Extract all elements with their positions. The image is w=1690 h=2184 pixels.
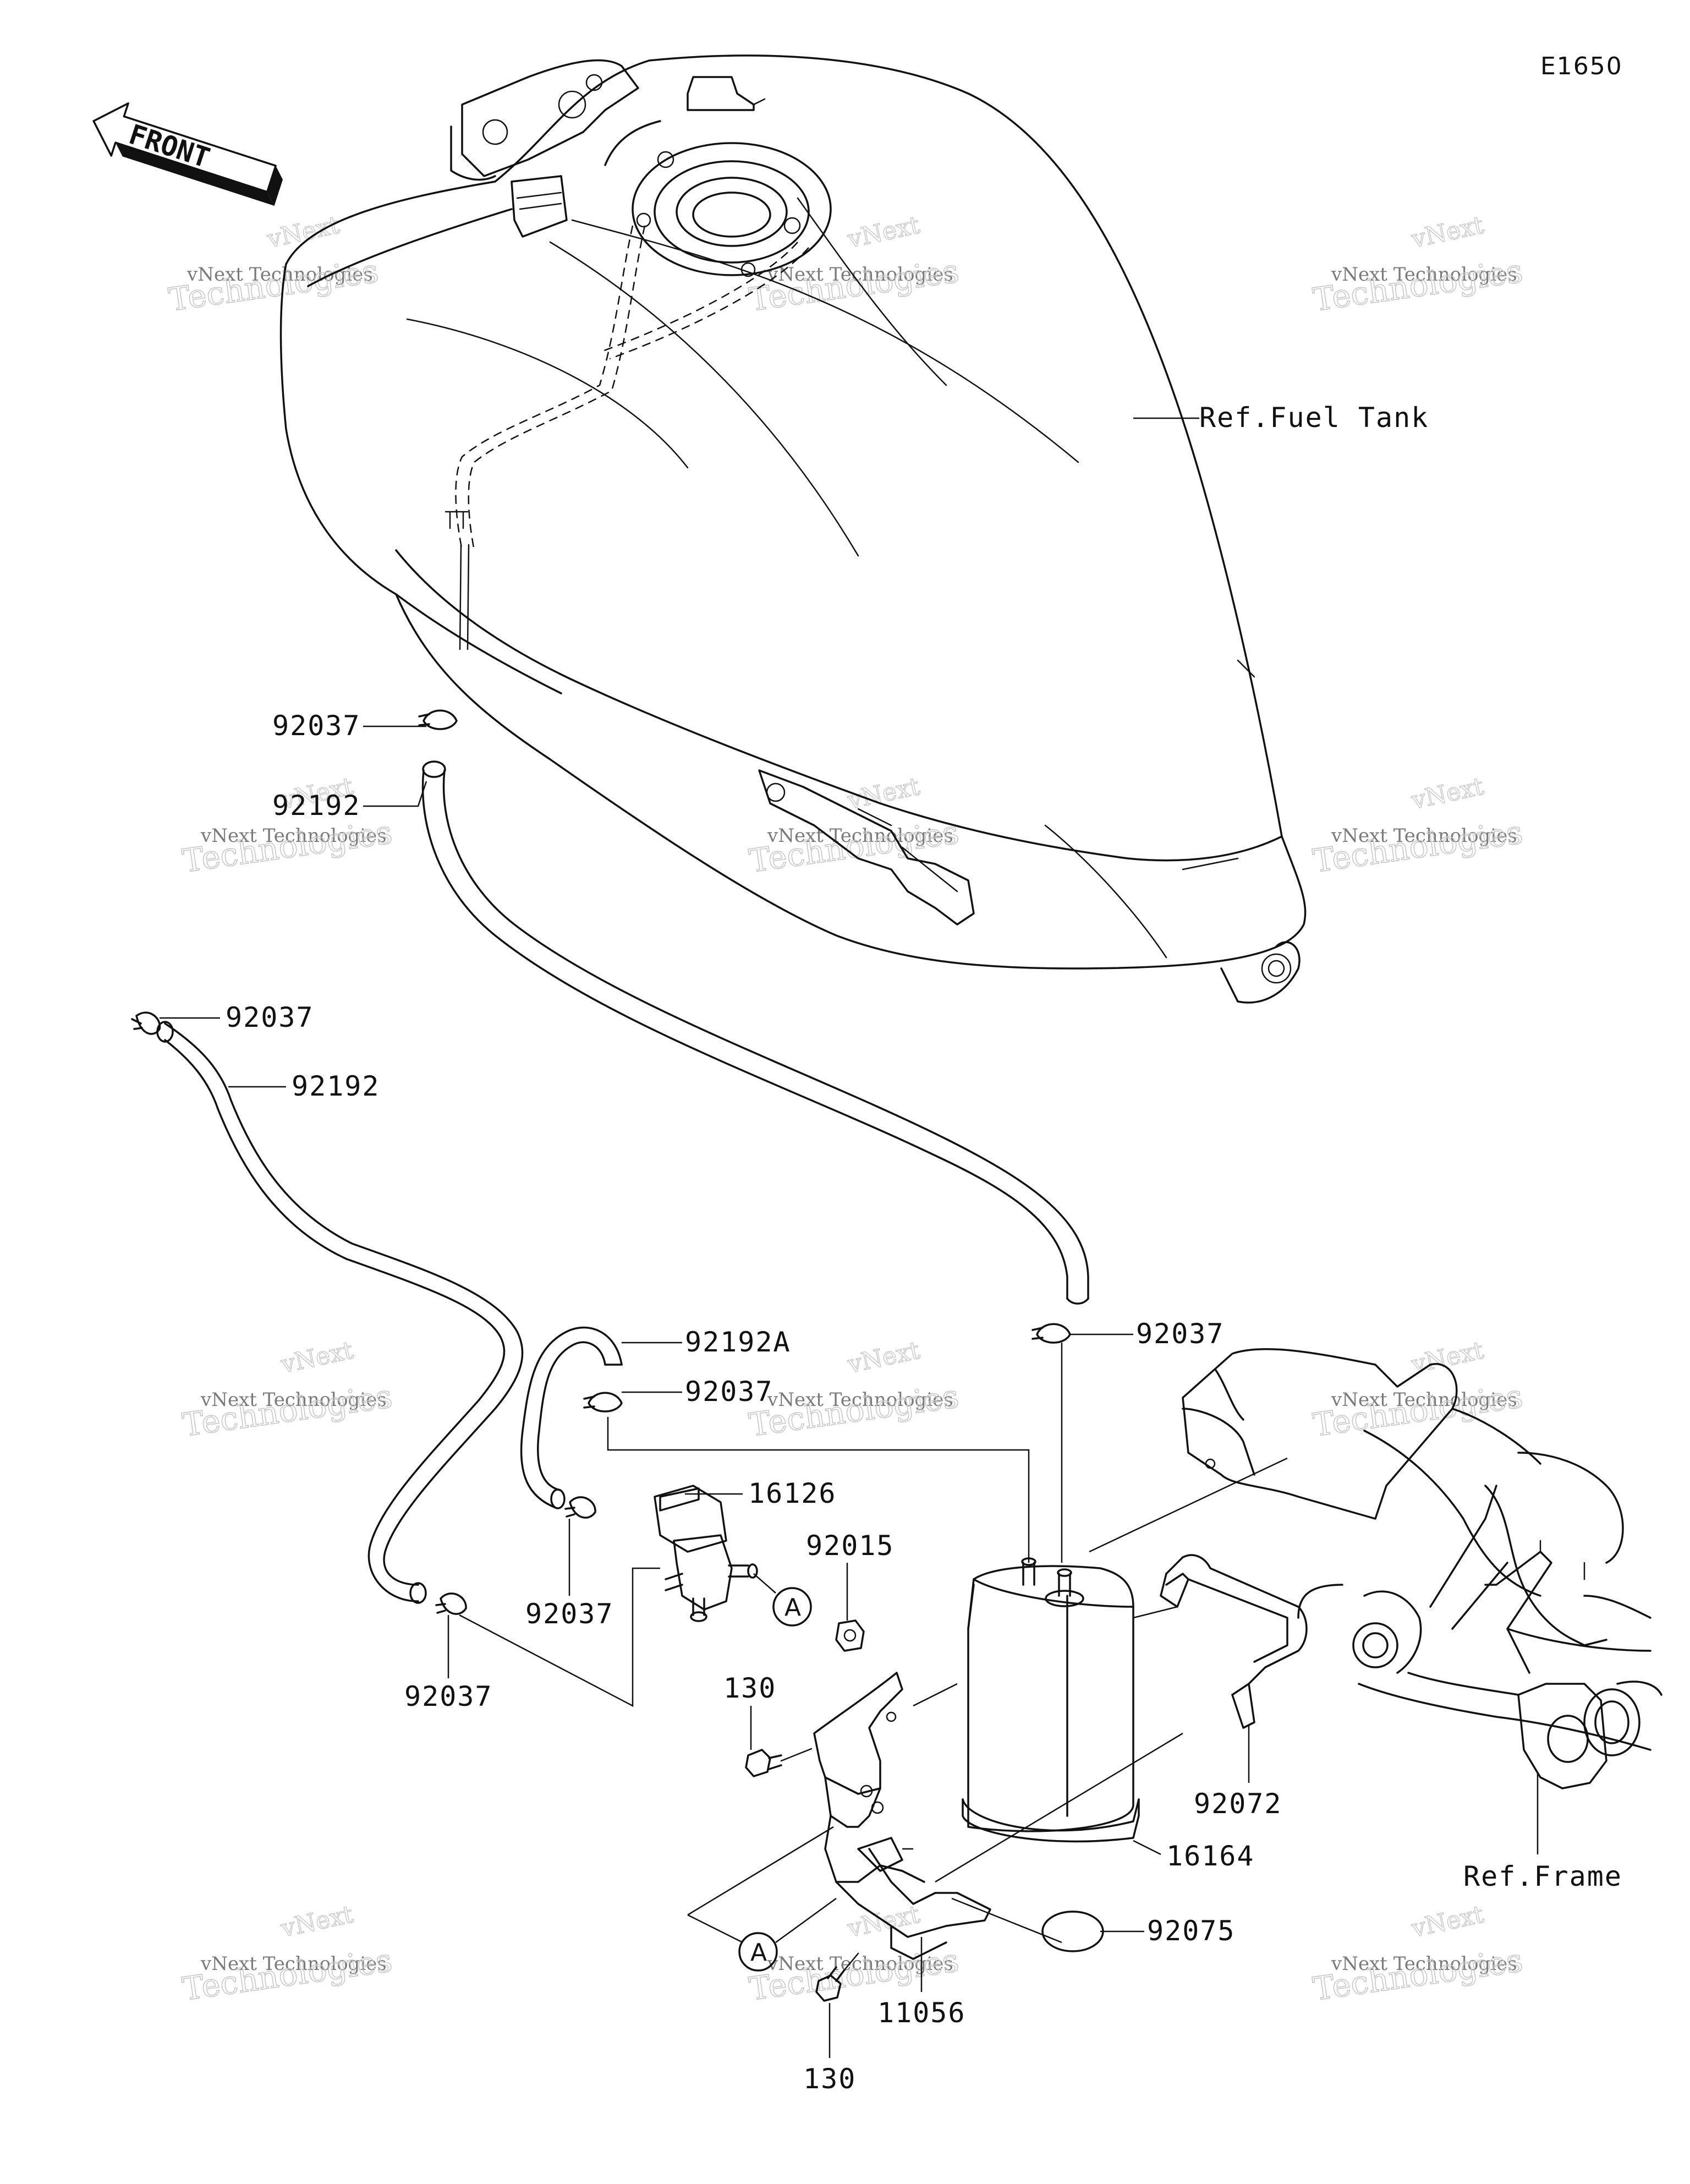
svg-text:vNext Technologies: vNext Technologies xyxy=(1331,1389,1517,1411)
callout-clamp-canister-top: 92037 xyxy=(1136,1318,1225,1350)
callout-clamp-hose-top: 92037 xyxy=(226,1001,314,1033)
frame xyxy=(1182,1348,1662,1854)
callout-solenoid-valve: 16126 xyxy=(748,1477,837,1509)
svg-text:vNext Technologies: vNext Technologies xyxy=(1331,1953,1517,1975)
svg-text:vNext: vNext xyxy=(278,1900,356,1943)
callout-grommet: 92075 xyxy=(1147,1915,1236,1947)
svg-text:vNext Technologies: vNext Technologies xyxy=(767,825,953,847)
watermark: vNext vNext Technologies Technologies xyxy=(180,1900,395,2008)
watermark: vNext vNext Technologies Technologies xyxy=(180,772,395,880)
svg-text:vNext: vNext xyxy=(1409,211,1486,254)
routing-line xyxy=(459,1567,660,1707)
svg-text:Technologies: Technologies xyxy=(180,1941,394,2008)
svg-text:Technologies: Technologies xyxy=(1310,1941,1525,2008)
watermark: vNext vNext Technologies Technologies xyxy=(1310,1900,1526,2008)
callout-nut: 92015 xyxy=(806,1530,895,1562)
svg-text:vNext: vNext xyxy=(845,772,923,815)
hose-clamp-icon xyxy=(564,1496,596,1519)
diagram-code: E1650 xyxy=(1540,52,1623,80)
ref-fuel-tank-label: Ref.Fuel Tank xyxy=(1199,402,1429,434)
routing-line xyxy=(1089,1457,1288,1553)
routing-line xyxy=(935,1732,1183,1883)
svg-text:vNext Technologies: vNext Technologies xyxy=(200,1953,387,1975)
svg-text:vNext: vNext xyxy=(278,1336,356,1379)
routing-line xyxy=(951,1897,1062,1944)
routing-line xyxy=(913,1683,958,1707)
svg-text:vNext Technologies: vNext Technologies xyxy=(200,825,387,847)
watermark: vNext vNext Technologies Technologies xyxy=(747,211,962,319)
bolt-icon xyxy=(815,1952,859,2002)
svg-text:vNext: vNext xyxy=(845,1336,923,1379)
routing-line xyxy=(1133,1606,1178,1619)
ref-frame-label: Ref.Frame xyxy=(1463,1860,1622,1892)
svg-text:Technologies: Technologies xyxy=(747,252,961,319)
hose-clamp-icon xyxy=(583,1392,623,1413)
svg-text:vNext: vNext xyxy=(265,211,342,254)
watermark: vNext vNext Technologies Technologies xyxy=(1310,772,1526,880)
callout-canister: 16164 xyxy=(1166,1840,1255,1872)
svg-text:Technologies: Technologies xyxy=(1310,1377,1525,1444)
hose-tank-to-canister xyxy=(421,760,1089,1305)
callout-clamp-tank-outlet: 92037 xyxy=(272,710,361,742)
svg-text:Technologies: Technologies xyxy=(166,252,381,319)
callout-hose-tank-to-canister: 92192 xyxy=(272,790,361,822)
callout-bracket: 11056 xyxy=(877,1997,966,2029)
svg-text:vNext Technologies: vNext Technologies xyxy=(186,264,373,286)
solenoid-valve xyxy=(654,1485,758,1622)
svg-text:Technologies: Technologies xyxy=(1310,813,1525,880)
callout-hose-short: 92192A xyxy=(685,1326,791,1358)
hose-clamp-icon xyxy=(131,1011,161,1035)
hose-clamp-icon xyxy=(418,709,458,730)
callout-leaders xyxy=(160,725,1250,2058)
svg-text:vNext Technologies: vNext Technologies xyxy=(200,1389,387,1411)
watermarks: vNext vNext Technologies Technologies vN… xyxy=(166,211,1526,2008)
svg-text:Technologies: Technologies xyxy=(1310,252,1525,319)
hose-clamp-icon xyxy=(435,1592,467,1615)
watermark: vNext vNext Technologies Technologies xyxy=(180,1336,395,1444)
callout-bolt-lower: 130 xyxy=(803,2063,856,2095)
svg-text:Technologies: Technologies xyxy=(747,1377,961,1444)
svg-text:Technologies: Technologies xyxy=(747,813,961,880)
routing-line xyxy=(607,1417,1030,1563)
bracket xyxy=(813,1672,991,1960)
callout-bolt-upper: 130 xyxy=(723,1672,776,1704)
svg-text:Technologies: Technologies xyxy=(180,813,394,880)
watermark: vNext vNext Technologies Technologies xyxy=(747,772,962,880)
svg-text:A: A xyxy=(750,1939,767,1967)
connector-marker-a: A xyxy=(687,1826,837,1972)
watermark: vNext vNext Technologies Technologies xyxy=(166,211,381,319)
svg-text:vNext Technologies: vNext Technologies xyxy=(1331,264,1517,286)
svg-text:vNext: vNext xyxy=(845,211,923,254)
callout-hose-long: 92192 xyxy=(292,1070,380,1102)
callout-band: 92072 xyxy=(1194,1788,1282,1820)
grommet xyxy=(1041,1911,1104,1952)
svg-text:vNext: vNext xyxy=(1409,772,1486,815)
band xyxy=(1160,1554,1308,1729)
svg-text:Technologies: Technologies xyxy=(180,1377,394,1444)
connector-marker-a: A xyxy=(753,1573,812,1627)
svg-text:vNext Technologies: vNext Technologies xyxy=(767,264,953,286)
svg-text:A: A xyxy=(784,1594,801,1622)
charcoal-canister xyxy=(962,1557,1140,1843)
bolt-icon xyxy=(745,1748,813,1777)
hose-clamp-icon xyxy=(1031,1323,1071,1344)
svg-text:vNext Technologies: vNext Technologies xyxy=(767,1953,953,1975)
callout-clamp-hose-bottom: 92037 xyxy=(404,1681,493,1712)
callout-clamp-valve-left: 92037 xyxy=(525,1598,614,1630)
front-arrow-icon: FRONT xyxy=(92,102,283,206)
callout-clamp-short-hose: 92037 xyxy=(685,1376,773,1408)
hose-long xyxy=(156,1021,524,1604)
svg-text:vNext: vNext xyxy=(1409,1336,1486,1379)
fuel-tank xyxy=(279,54,1307,1004)
svg-text:vNext Technologies: vNext Technologies xyxy=(767,1389,953,1411)
nut-icon xyxy=(835,1619,865,1652)
svg-text:vNext: vNext xyxy=(1409,1900,1486,1943)
watermark: vNext vNext Technologies Technologies xyxy=(747,1900,962,2008)
svg-text:vNext Technologies: vNext Technologies xyxy=(1331,825,1517,847)
hose-short xyxy=(520,1326,623,1509)
watermark: vNext vNext Technologies Technologies xyxy=(1310,211,1526,319)
